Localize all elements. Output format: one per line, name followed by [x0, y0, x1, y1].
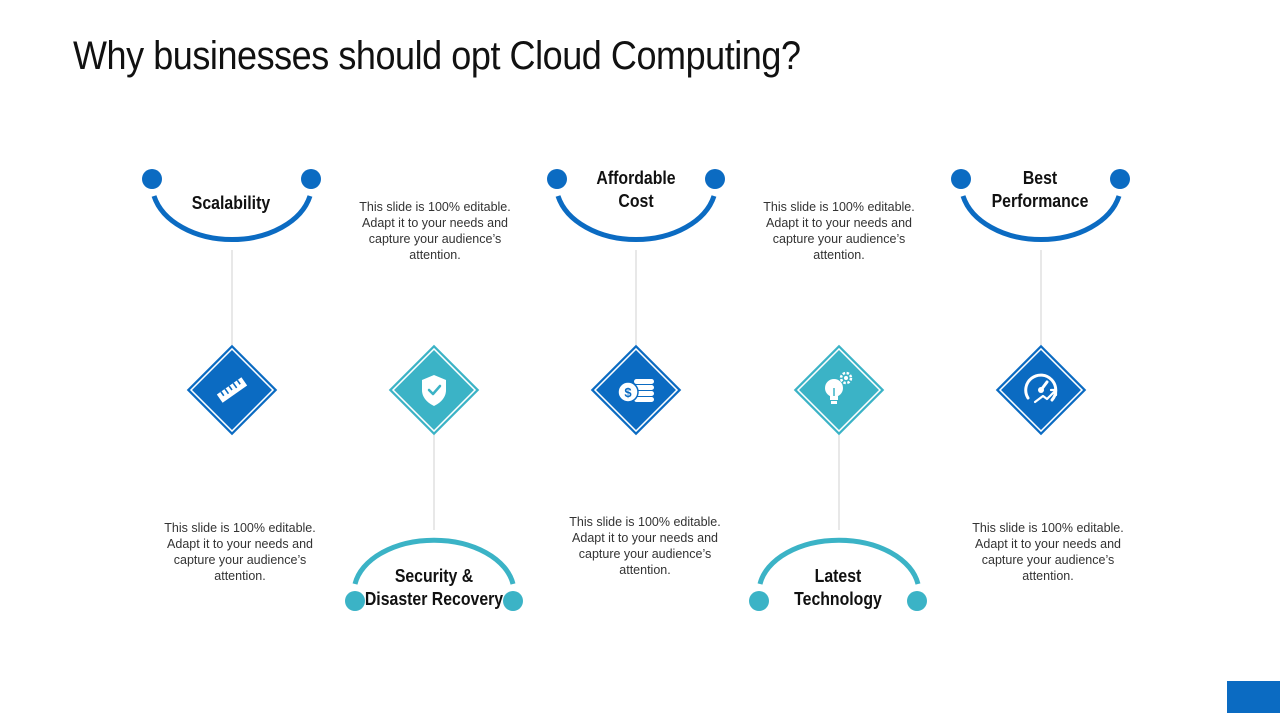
speedometer-icon [1024, 373, 1058, 404]
arc-best-performance [951, 169, 1130, 242]
arc-scalability [142, 169, 321, 242]
desc-affordable-cost: This slide is 100% editable. Adapt it to… [569, 515, 721, 577]
diamond-best-performance [995, 344, 1087, 436]
arc-dot [503, 591, 523, 611]
arc-dot [345, 591, 365, 611]
arc-dot [749, 591, 769, 611]
label-affordable-cost: Affordable Cost [596, 168, 676, 211]
label-latest-technology: Latest Technology [794, 566, 882, 609]
desc-scalability: This slide is 100% editable. Adapt it to… [164, 521, 316, 583]
svg-text:$: $ [624, 385, 632, 400]
arc-dot [1110, 169, 1130, 189]
arc-dot [907, 591, 927, 611]
shield-check-icon [422, 375, 446, 406]
label-security: Security & Disaster Recovery [364, 566, 504, 609]
arc-dot [951, 169, 971, 189]
arc-dot [301, 169, 321, 189]
arc-dot [547, 169, 567, 189]
label-best-performance: Best Performance [991, 168, 1089, 211]
diamond-latest-technology [793, 344, 885, 436]
lightbulb-gear-icon [825, 371, 853, 404]
slide-title: Why businesses should opt Cloud Computin… [73, 34, 801, 78]
corner-accent-block [1227, 681, 1280, 713]
diamond-security [388, 344, 480, 436]
desc-security: This slide is 100% editable. Adapt it to… [359, 200, 511, 262]
arc-affordable-cost [547, 169, 725, 242]
desc-best-performance: This slide is 100% editable. Adapt it to… [972, 521, 1124, 583]
arc-dot [705, 169, 725, 189]
dollar-coins-icon: $ [617, 379, 654, 403]
diamond-affordable-cost: $ [590, 344, 682, 436]
diamond-scalability [186, 344, 278, 436]
arc-dot [142, 169, 162, 189]
desc-latest-technology: This slide is 100% editable. Adapt it to… [763, 200, 915, 262]
arc-latest-technology [749, 537, 927, 611]
ruler-icon [216, 377, 248, 403]
label-scalability: Scalability [191, 193, 271, 213]
arc-security [345, 537, 523, 611]
